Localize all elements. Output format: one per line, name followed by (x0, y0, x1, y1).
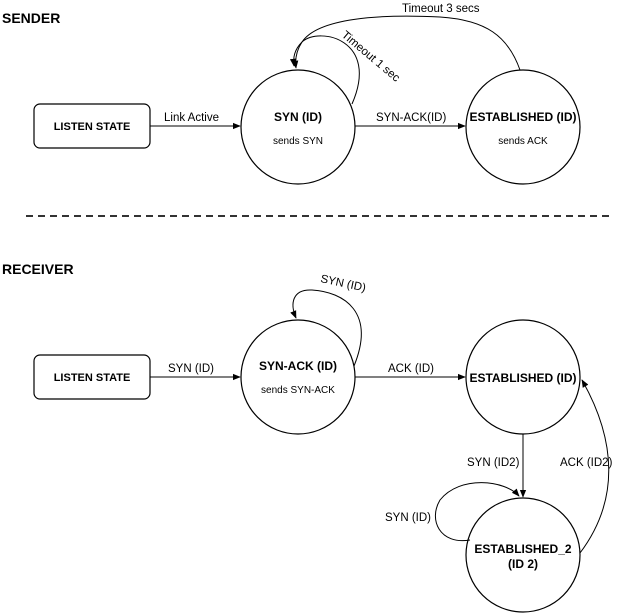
edge-syn-id-loop (290, 289, 362, 367)
sender-listen-state-label: LISTEN STATE (54, 121, 131, 133)
receiver-established-2-state-title-line1: ESTABLISHED_2 (474, 542, 571, 556)
edge-timeout-1-label: Timeout 1 sec (339, 29, 402, 85)
sender-syn-state-title: SYN (ID) (274, 110, 322, 124)
edge-syn-id-loop2-label: SYN (ID) (385, 512, 431, 524)
receiver-syn-ack-state-subtitle: sends SYN-ACK (261, 385, 335, 396)
sender-established-state-title: ESTABLISHED (ID) (469, 110, 576, 124)
receiver-listen-state: LISTEN STATE (33, 354, 151, 400)
receiver-syn-ack-state-title: SYN-ACK (ID) (259, 359, 337, 373)
edge-syn-id-loop-label: SYN (ID) (319, 273, 367, 294)
edge-timeout-3-label: Timeout 3 secs (402, 3, 480, 15)
sender-syn-state-subtitle: sends SYN (273, 136, 323, 147)
edge-timeout-1 (289, 35, 360, 105)
receiver-established-2-state: ESTABLISHED_2 (ID 2) (465, 497, 581, 613)
sender-title: SENDER (2, 10, 60, 26)
sender-listen-state: LISTEN STATE (33, 103, 151, 149)
receiver-title: RECEIVER (2, 261, 74, 277)
edge-link-active-label: Link Active (164, 112, 219, 124)
receiver-established-2-state-title-line2: (ID 2) (508, 557, 538, 571)
edge-syn-id2-label: SYN (ID2) (467, 457, 520, 469)
sender-established-state-subtitle: sends ACK (498, 136, 548, 147)
edge-syn-ack-label: SYN-ACK(ID) (376, 112, 446, 124)
receiver-established-state: ESTABLISHED (ID) (465, 319, 581, 435)
receiver-listen-state-label: LISTEN STATE (54, 372, 131, 384)
edge-ack-id2-label: ACK (ID2) (560, 457, 613, 469)
edge-ack-id-label: ACK (ID) (388, 363, 434, 375)
receiver-syn-ack-state: SYN-ACK (ID) sends SYN-ACK (240, 319, 356, 435)
sender-syn-state: SYN (ID) sends SYN (240, 69, 356, 185)
edge-syn-id-in-label: SYN (ID) (168, 363, 214, 375)
receiver-established-state-title: ESTABLISHED (ID) (469, 371, 576, 385)
edge-ack-id2 (579, 379, 610, 554)
sender-established-state: ESTABLISHED (ID) sends ACK (465, 69, 581, 185)
edge-syn-id-loop2 (435, 482, 520, 542)
edge-timeout-3 (291, 15, 521, 71)
